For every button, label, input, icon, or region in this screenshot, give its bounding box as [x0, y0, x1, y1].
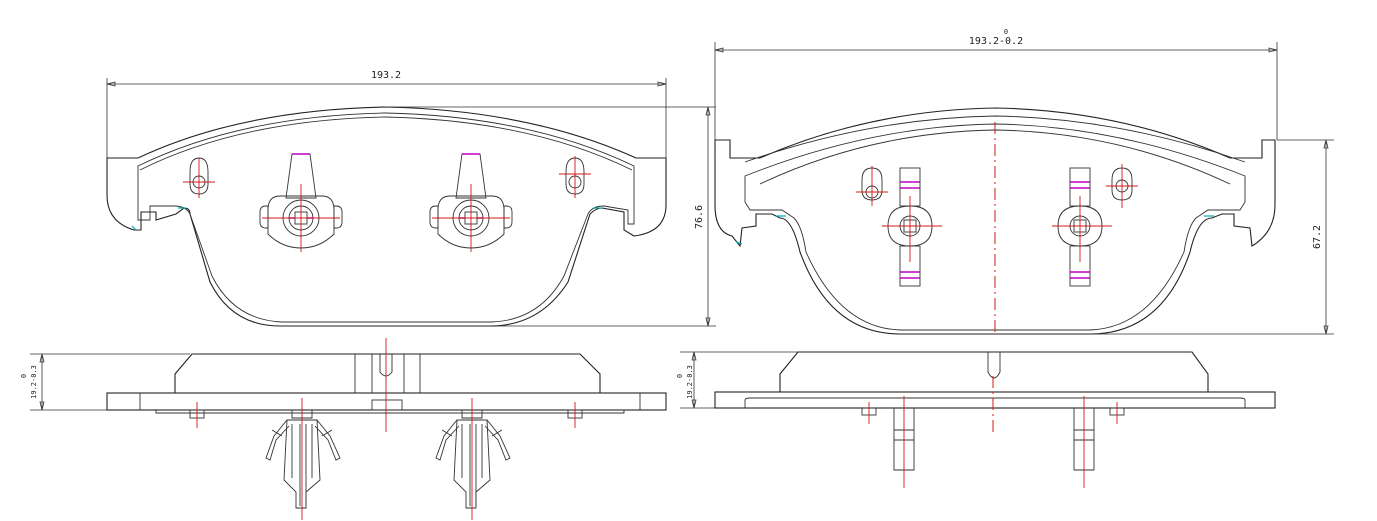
left-side-clip-2 — [435, 398, 511, 520]
right-thickness-upper-tol: 0 — [676, 374, 684, 378]
left-clip-1 — [259, 153, 343, 252]
right-clip-1 — [882, 167, 942, 287]
left-width-dimension: 193.2 — [106, 70, 667, 158]
left-side-clip-1 — [265, 398, 341, 520]
right-thickness-label: 19.2-0.3 — [686, 365, 694, 399]
left-thickness-upper-tol: 0 — [20, 374, 28, 378]
right-clip-2 — [1052, 167, 1112, 287]
right-width-dimension: 0 193.2-0.2 — [714, 28, 1278, 140]
left-clip-2 — [429, 153, 513, 252]
left-thickness-label: 19.2-0.3 — [30, 365, 38, 399]
left-width-label: 193.2 — [371, 70, 401, 81]
right-pad-front-view — [714, 107, 1276, 336]
right-height-dimension: 67.2 — [1090, 139, 1334, 335]
right-width-upper-tol: 0 — [1004, 28, 1008, 36]
left-height-dimension: 76.6 — [385, 106, 716, 327]
right-height-label: 67.2 — [1312, 225, 1323, 249]
left-pad-side-view: 0 19.2-0.3 — [20, 338, 667, 520]
right-width-label: 193.2-0.2 — [969, 36, 1023, 47]
left-pad-front-view — [106, 106, 667, 327]
right-pad-side-view: 0 19.2-0.3 — [676, 351, 1276, 488]
left-height-label: 76.6 — [694, 205, 705, 229]
